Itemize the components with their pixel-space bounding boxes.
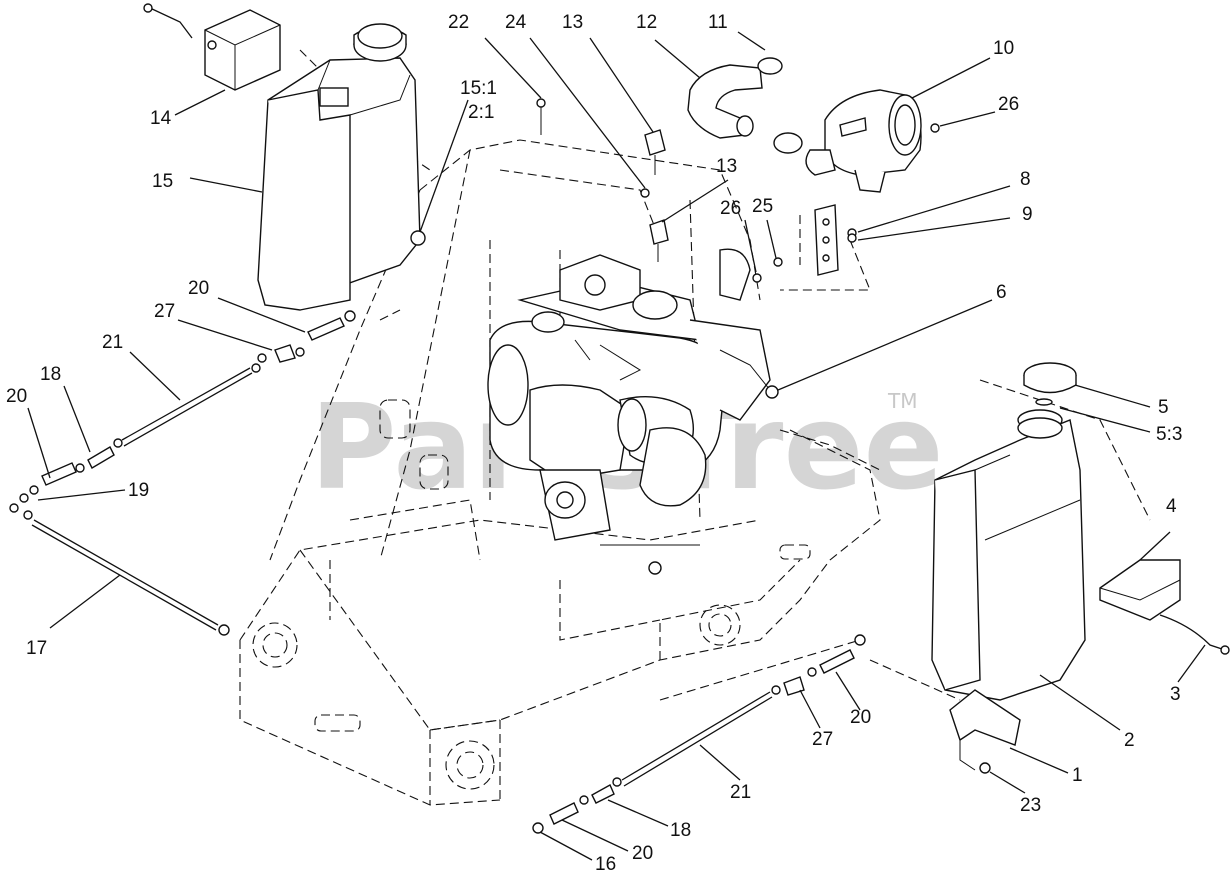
callout-3: 3 — [1170, 684, 1181, 705]
engine-assembly — [487, 248, 779, 575]
callout-1: 1 — [1072, 765, 1083, 786]
callout-16: 16 — [595, 854, 616, 875]
upper-fasteners — [536, 98, 669, 262]
callout-27-right: 27 — [812, 729, 833, 750]
callout-17: 17 — [26, 638, 47, 659]
fuel-tank-right — [931, 362, 1086, 701]
callout-4: 4 — [1166, 496, 1177, 517]
callout-11: 11 — [708, 12, 728, 33]
air-cleaner-bracket — [752, 123, 940, 283]
callout-25: 25 — [752, 196, 773, 217]
bracket-small — [949, 689, 1021, 774]
callout-13-mid: 13 — [716, 156, 737, 177]
callout-26-right: 26 — [998, 94, 1019, 115]
callout-15: 15 — [152, 171, 173, 192]
callout-15-1: 15:1 — [460, 78, 497, 99]
callout-19: 19 — [128, 480, 149, 501]
callout-10: 10 — [993, 38, 1014, 59]
callout-20-left: 20 — [6, 386, 27, 407]
callout-5-3: 5:3 — [1156, 424, 1182, 445]
fuel-lines-left — [9, 310, 356, 636]
callout-9: 9 — [1022, 204, 1033, 225]
leader-lines — [27, 31, 1206, 861]
callout-2-1: 2:1 — [468, 102, 494, 123]
callout-27-left: 27 — [154, 301, 175, 322]
callout-20-bottom: 20 — [632, 843, 653, 864]
tank-bracket-left — [143, 3, 281, 91]
callout-18-left: 18 — [40, 364, 61, 385]
intake-hose — [687, 57, 803, 154]
callout-6: 6 — [996, 282, 1007, 303]
callout-23: 23 — [1020, 795, 1041, 816]
callout-8: 8 — [1020, 169, 1031, 190]
callout-22: 22 — [448, 12, 469, 33]
callout-2: 2 — [1124, 730, 1135, 751]
callout-5: 5 — [1158, 397, 1169, 418]
watermark-trademark: TM — [887, 389, 917, 413]
air-cleaner — [805, 89, 922, 193]
callout-21-left: 21 — [102, 332, 123, 353]
callout-18-right: 18 — [670, 820, 691, 841]
callout-24: 24 — [505, 12, 527, 33]
tank-bracket-right — [1099, 559, 1230, 655]
callout-26-mid: 26 — [720, 198, 741, 219]
fuel-tank-left — [257, 23, 426, 311]
callout-14: 14 — [150, 108, 172, 129]
callout-13-top: 13 — [562, 12, 583, 33]
callout-21-right: 21 — [730, 782, 751, 803]
callout-20-upper: 20 — [188, 278, 209, 299]
callout-12: 12 — [636, 12, 657, 33]
fuel-lines-right — [532, 634, 866, 834]
callout-20-right: 20 — [850, 707, 871, 728]
callout-labels: 22 24 13 12 11 10 26 8 9 13 26 25 6 5 5:… — [6, 12, 1182, 875]
